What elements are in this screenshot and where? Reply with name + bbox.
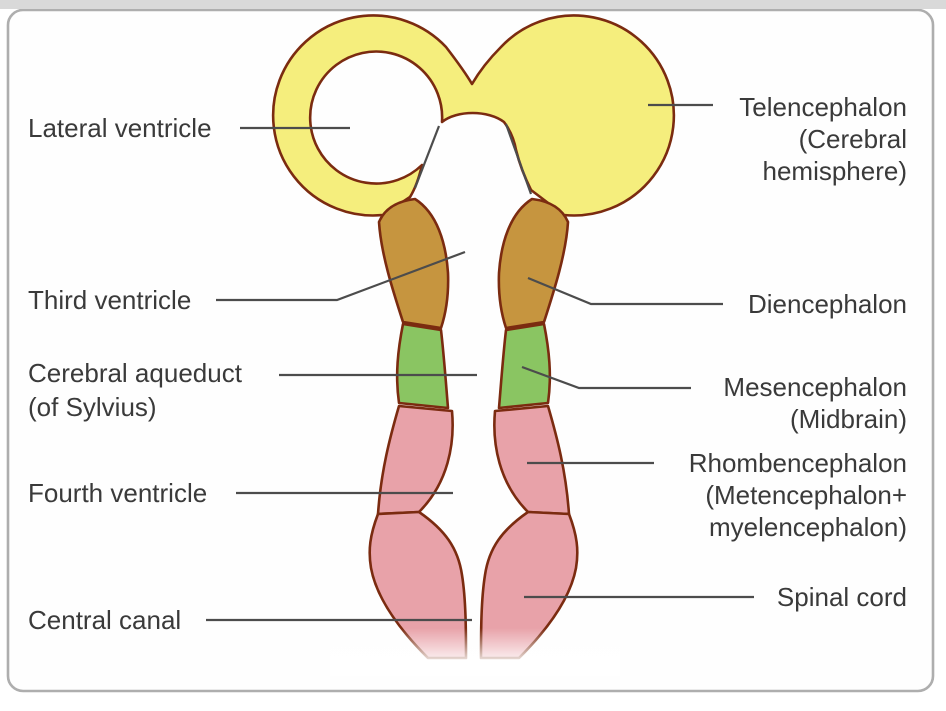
label-fourth-ventricle: Fourth ventricle bbox=[28, 478, 207, 508]
label-central-canal: Central canal bbox=[28, 605, 181, 635]
top-gray-strip bbox=[0, 0, 946, 9]
diencephalon-segment-right bbox=[497, 197, 570, 330]
interventricular-foramen-line-right bbox=[504, 123, 533, 195]
label-rhombencephalon-line1: Rhombencephalon bbox=[689, 448, 907, 478]
mesencephalon-segment-right bbox=[497, 322, 552, 410]
label-mesencephalon-line2: (Midbrain) bbox=[790, 404, 907, 434]
label-telencephalon-line1: Telencephalon bbox=[739, 92, 907, 122]
label-cerebral-aqueduct-line2: (of Sylvius) bbox=[28, 392, 157, 422]
label-telencephalon-line2: (Cerebral bbox=[799, 124, 907, 154]
interventricular-foramen-line-left bbox=[413, 125, 441, 189]
leader-line-mesencephalon bbox=[521, 365, 691, 390]
label-third-ventricle: Third ventricle bbox=[28, 285, 191, 315]
label-telencephalon-line3: hemisphere) bbox=[762, 156, 907, 186]
figure-frame bbox=[6, 8, 935, 693]
label-diencephalon: Diencephalon bbox=[748, 289, 907, 319]
label-rhombencephalon-line3: myelencephalon) bbox=[709, 512, 907, 542]
leader-line-third-ventricle bbox=[216, 250, 466, 302]
label-spinal-cord: Spinal cord bbox=[777, 582, 907, 612]
label-cerebral-aqueduct-line1: Cerebral aqueduct bbox=[28, 358, 243, 388]
leader-line-diencephalon bbox=[527, 276, 723, 306]
label-lateral-ventricle: Lateral ventricle bbox=[28, 113, 212, 143]
diencephalon-segment-left bbox=[377, 197, 450, 330]
telencephalon-vesicles-shape bbox=[271, 14, 676, 217]
label-mesencephalon-line1: Mesencephalon bbox=[723, 372, 907, 402]
label-rhombencephalon-line2: (Metencephalon+ bbox=[705, 480, 907, 510]
mesencephalon-segment-left bbox=[395, 322, 450, 410]
bottom-fade-overlay bbox=[330, 628, 620, 676]
